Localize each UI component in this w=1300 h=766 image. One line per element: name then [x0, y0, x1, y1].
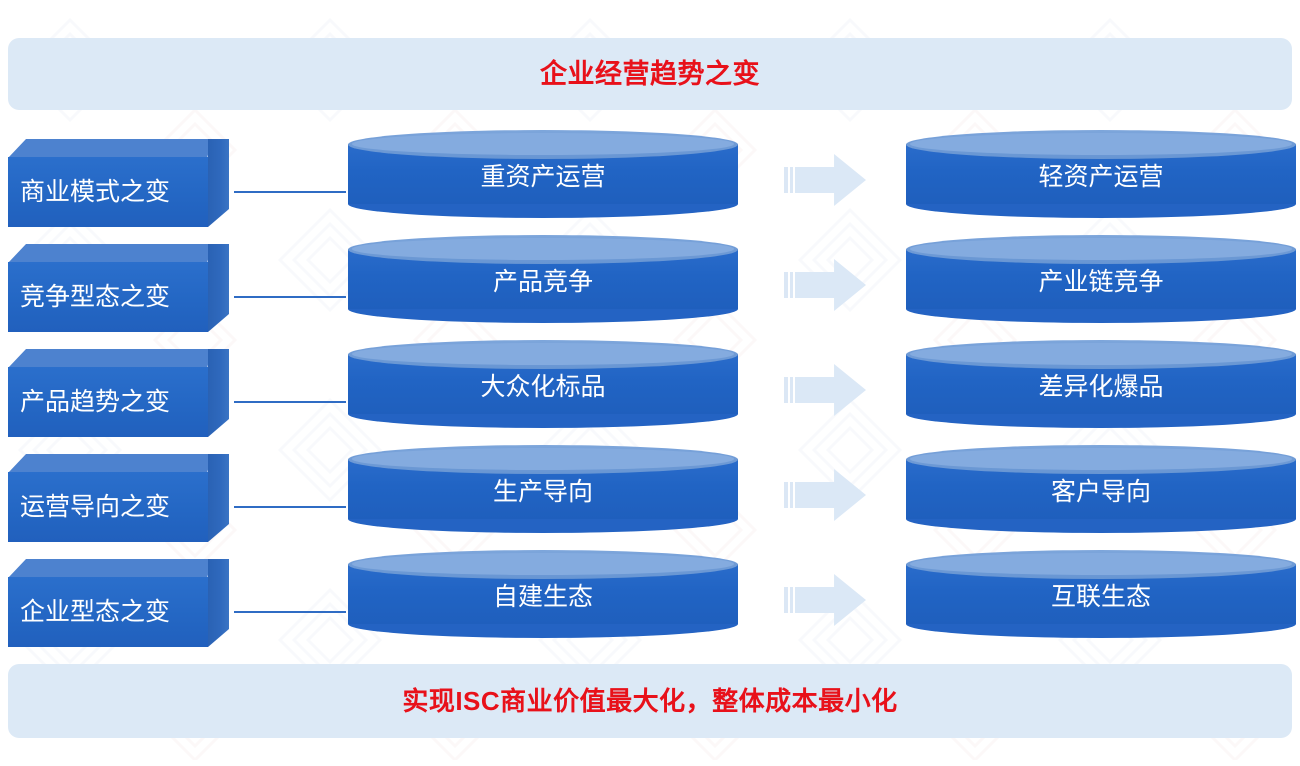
box-front-face: 企业型态之变 — [8, 577, 208, 647]
to-state-cylinder[interactable]: 客户导向 — [906, 445, 1296, 533]
box-top-face — [8, 454, 208, 473]
to-state-label: 差异化爆品 — [1038, 372, 1164, 401]
arrow-right-icon — [784, 259, 866, 311]
to-state-label: 轻资产运营 — [1038, 162, 1164, 191]
arrow-right-icon — [784, 154, 866, 206]
diagram-row: 竞争型态之变 产品竞争 产业链竞争 — [0, 235, 1300, 340]
from-state-cylinder[interactable]: 大众化标品 — [348, 340, 738, 428]
arrow-tail-sliver-2 — [790, 272, 793, 298]
category-label: 产品趋势之变 — [20, 387, 171, 416]
footer-title: 实现ISC商业价值最大化，整体成本最小化 — [402, 686, 898, 716]
arrow-tail-sliver-2 — [790, 377, 793, 403]
connector-line — [234, 506, 346, 508]
footer-banner: 实现ISC商业价值最大化，整体成本最小化 — [8, 664, 1292, 738]
arrow-tail-sliver-1 — [784, 272, 788, 298]
connector-line — [234, 296, 346, 298]
to-state-label: 产业链竞争 — [1038, 267, 1164, 296]
arrow-tail-sliver-2 — [790, 167, 793, 193]
box-side-face — [208, 139, 229, 227]
from-state-cylinder[interactable]: 重资产运营 — [348, 130, 738, 218]
to-state-cylinder[interactable]: 差异化爆品 — [906, 340, 1296, 428]
category-label: 商业模式之变 — [20, 177, 171, 206]
category-label: 企业型态之变 — [20, 597, 171, 626]
to-state-cylinder[interactable]: 产业链竞争 — [906, 235, 1296, 323]
arrow-tail-sliver-1 — [784, 167, 788, 193]
category-box[interactable]: 运营导向之变 — [8, 454, 230, 542]
category-label: 运营导向之变 — [20, 492, 171, 521]
box-front-face: 竞争型态之变 — [8, 262, 208, 332]
to-state-cylinder[interactable]: 轻资产运营 — [906, 130, 1296, 218]
box-side-face — [208, 454, 229, 542]
box-side-face — [208, 244, 229, 332]
from-state-cylinder[interactable]: 自建生态 — [348, 550, 738, 638]
from-state-cylinder[interactable]: 产品竞争 — [348, 235, 738, 323]
from-state-label: 生产导向 — [492, 477, 593, 506]
arrow-head — [795, 259, 866, 311]
box-side-face — [208, 559, 229, 647]
arrow-head — [795, 574, 866, 626]
from-state-cylinder[interactable]: 生产导向 — [348, 445, 738, 533]
box-front-face: 运营导向之变 — [8, 472, 208, 542]
arrow-head — [795, 154, 866, 206]
from-state-label: 重资产运营 — [480, 162, 606, 191]
category-box[interactable]: 产品趋势之变 — [8, 349, 230, 437]
box-top-face — [8, 139, 208, 158]
diagram-row: 产品趋势之变 大众化标品 差异化爆品 — [0, 340, 1300, 445]
box-top-face — [8, 244, 208, 263]
diagram-row: 运营导向之变 生产导向 客户导向 — [0, 445, 1300, 550]
to-state-label: 客户导向 — [1050, 477, 1151, 506]
arrow-head — [795, 469, 866, 521]
connector-line — [234, 401, 346, 403]
box-side-face — [208, 349, 229, 437]
box-front-face: 商业模式之变 — [8, 157, 208, 227]
from-state-label: 自建生态 — [492, 582, 593, 611]
box-top-face — [8, 349, 208, 368]
page-title: 企业经营趋势之变 — [540, 58, 760, 89]
box-top-face — [8, 559, 208, 578]
arrow-tail-sliver-1 — [784, 587, 788, 613]
diagram-row: 商业模式之变 重资产运营 轻资产运营 — [0, 130, 1300, 235]
to-state-cylinder[interactable]: 互联生态 — [906, 550, 1296, 638]
arrow-right-icon — [784, 574, 866, 626]
category-box[interactable]: 企业型态之变 — [8, 559, 230, 647]
category-box[interactable]: 竞争型态之变 — [8, 244, 230, 332]
box-front-face: 产品趋势之变 — [8, 367, 208, 437]
arrow-tail-sliver-1 — [784, 377, 788, 403]
connector-line — [234, 191, 346, 193]
from-state-label: 产品竞争 — [492, 267, 593, 296]
arrow-tail-sliver-2 — [790, 482, 793, 508]
arrow-tail-sliver-2 — [790, 587, 793, 613]
arrow-head — [795, 364, 866, 416]
category-box[interactable]: 商业模式之变 — [8, 139, 230, 227]
category-label: 竞争型态之变 — [20, 282, 171, 311]
diagram-row: 企业型态之变 自建生态 互联生态 — [0, 550, 1300, 655]
arrow-right-icon — [784, 469, 866, 521]
header-banner: 企业经营趋势之变 — [8, 38, 1292, 110]
arrow-tail-sliver-1 — [784, 482, 788, 508]
connector-line — [234, 611, 346, 613]
arrow-right-icon — [784, 364, 866, 416]
from-state-label: 大众化标品 — [480, 372, 606, 401]
to-state-label: 互联生态 — [1050, 582, 1151, 611]
